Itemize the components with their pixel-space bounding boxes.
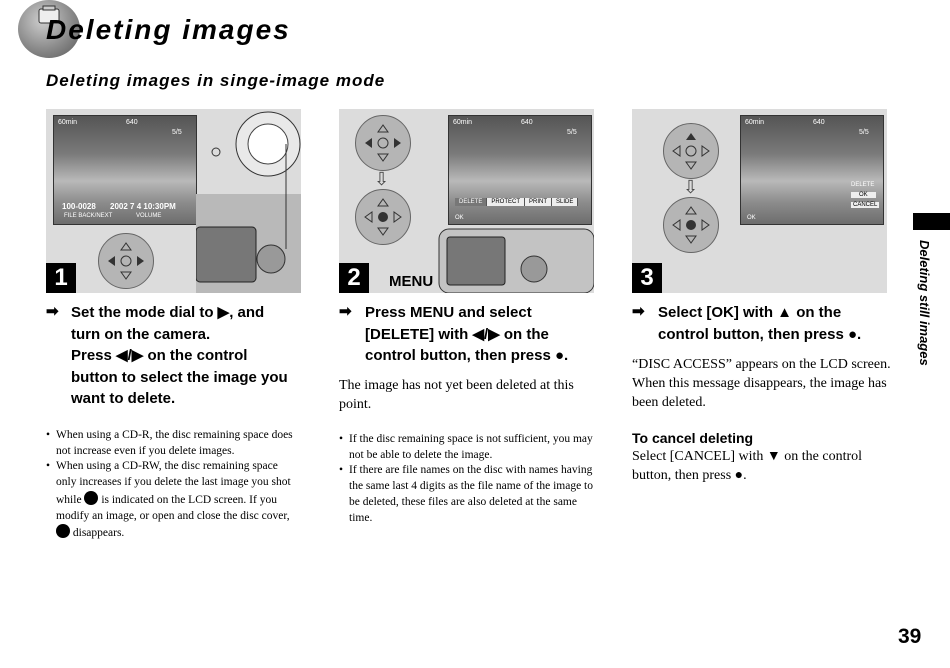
menu-print: PRINT xyxy=(525,198,553,206)
step-2-body: The image has not yet been deleted at th… xyxy=(339,378,574,412)
arrow-right-icon: ➡ xyxy=(339,303,352,320)
disc-icon xyxy=(84,490,99,505)
instruction-line: want to delete. xyxy=(71,390,176,407)
image-size: 640 xyxy=(126,119,138,126)
frame-counter: 5/5 xyxy=(172,129,182,136)
side-tab-label: Deleting still images xyxy=(906,240,936,380)
menu-protect: PROTECT xyxy=(487,198,526,206)
lcd-screen: 60min 640 5/5 DELETE PROTECT PRINT SLIDE… xyxy=(448,115,592,225)
arrow-right-icon: ➡ xyxy=(632,303,645,320)
page-title: Deleting images xyxy=(46,14,291,45)
date-time: 2002 7 4 10:30PM xyxy=(110,202,176,211)
control-pad-icon xyxy=(98,233,154,289)
instruction-line: Select [OK] with ▲ on the xyxy=(658,304,842,321)
step-3-body: “DISC ACCESS” appears on the LCD screen.… xyxy=(632,357,891,410)
instruction-line: turn on the camera. xyxy=(71,325,211,343)
image-size: 640 xyxy=(521,119,533,126)
ok-hint: OK xyxy=(455,215,464,221)
control-pad-icon xyxy=(355,115,411,171)
trash-can-icon xyxy=(38,5,60,24)
instruction-line: Press ◀/▶ on the control xyxy=(71,347,248,364)
cancel-body: Select [CANCEL] with ▼ on the control bu… xyxy=(632,449,863,483)
frame-counter: 5/5 xyxy=(859,129,869,136)
step-1-illustration: 60min 640 5/5 100-0028 2002 7 4 10:30PM … xyxy=(46,109,301,293)
option-ok: OK xyxy=(851,192,876,198)
side-tab-marker xyxy=(913,213,950,230)
menu-label: MENU xyxy=(389,273,434,290)
arrow-down-icon: ⇩ xyxy=(374,169,390,189)
lcd-screen: 60min 640 5/5 100-0028 2002 7 4 10:30PM … xyxy=(53,115,197,225)
battery-indicator: 60min xyxy=(453,119,473,126)
step-number: 3 xyxy=(632,263,662,293)
option-cancel: CANCEL xyxy=(851,202,880,208)
title-bubble xyxy=(18,0,80,58)
note-item: When using a CD-RW, the disc remaining s… xyxy=(46,459,300,542)
instruction-line: Set the mode dial to ▶, and xyxy=(71,304,265,321)
instruction-line: control button, then press ●. xyxy=(365,347,569,364)
menu-slide: SLIDE xyxy=(552,198,579,206)
arrow-right-icon: ➡ xyxy=(46,303,59,320)
frame-counter: 5/5 xyxy=(567,129,577,136)
menu-delete: DELETE xyxy=(455,198,488,206)
battery-indicator: 60min xyxy=(745,119,765,126)
hint-volume: VOLUME xyxy=(136,213,162,219)
image-size: 640 xyxy=(813,119,825,126)
hint-file: FILE BACK/NEXT xyxy=(64,213,113,219)
instruction-line: Press MENU and select xyxy=(365,304,532,321)
lcd-screen: 60min 640 5/5 DELETE OK CANCEL OK xyxy=(740,115,884,225)
step-3-instruction: Select [OK] with ▲ on the control button… xyxy=(658,302,898,345)
delete-prompt: DELETE xyxy=(851,182,875,188)
lcd-menu: DELETE PROTECT PRINT SLIDE xyxy=(455,198,579,206)
file-number: 100-0028 xyxy=(62,202,96,211)
cancel-title: To cancel deleting xyxy=(632,430,754,446)
ok-hint: OK xyxy=(747,215,756,221)
note-text: is indicated on the LCD screen. If you m… xyxy=(56,493,290,522)
step-2-illustration: ⇩ 60min 640 5/5 DELETE PROTECT PRINT SLI… xyxy=(339,109,594,293)
step-1-instruction: Set the mode dial to ▶, and turn on the … xyxy=(71,302,306,410)
section-title: Deleting images in singe-image mode xyxy=(46,71,386,90)
side-tab-text: Deleting still images xyxy=(917,240,932,366)
step-number: 2 xyxy=(339,263,369,293)
step-number: 1 xyxy=(46,263,76,293)
note-item: If there are file names on the disc with… xyxy=(339,463,597,526)
arrow-down-icon: ⇩ xyxy=(683,177,699,197)
battery-indicator: 60min xyxy=(58,119,78,126)
control-pad-icon xyxy=(663,123,719,179)
control-pad-icon xyxy=(355,189,411,245)
camera-mode-dial-icon xyxy=(196,111,301,293)
note-text: disappears. xyxy=(72,527,125,540)
disc-icon xyxy=(56,524,70,539)
step-1-notes: When using a CD-R, the disc remaining sp… xyxy=(46,428,300,542)
instruction-line: control button, then press ●. xyxy=(658,325,862,343)
note-item: If the disc remaining space is not suffi… xyxy=(339,432,597,463)
instruction-line: [DELETE] with ◀/▶ on the xyxy=(365,325,549,343)
step-2-instruction: Press MENU and select [DELETE] with ◀/▶ … xyxy=(365,302,605,367)
note-text: When using a CD-RW, the disc remaining s… xyxy=(56,460,291,506)
note-item: When using a CD-R, the disc remaining sp… xyxy=(46,428,300,459)
camera-body-icon xyxy=(438,228,594,293)
step-3-illustration: ⇩ 60min 640 5/5 DELETE OK CANCEL OK 3 xyxy=(632,109,887,293)
step-2-notes: If the disc remaining space is not suffi… xyxy=(339,432,597,526)
instruction-line: button to select the image you xyxy=(71,368,288,386)
page-number: 39 xyxy=(898,625,922,648)
control-pad-icon xyxy=(663,197,719,253)
